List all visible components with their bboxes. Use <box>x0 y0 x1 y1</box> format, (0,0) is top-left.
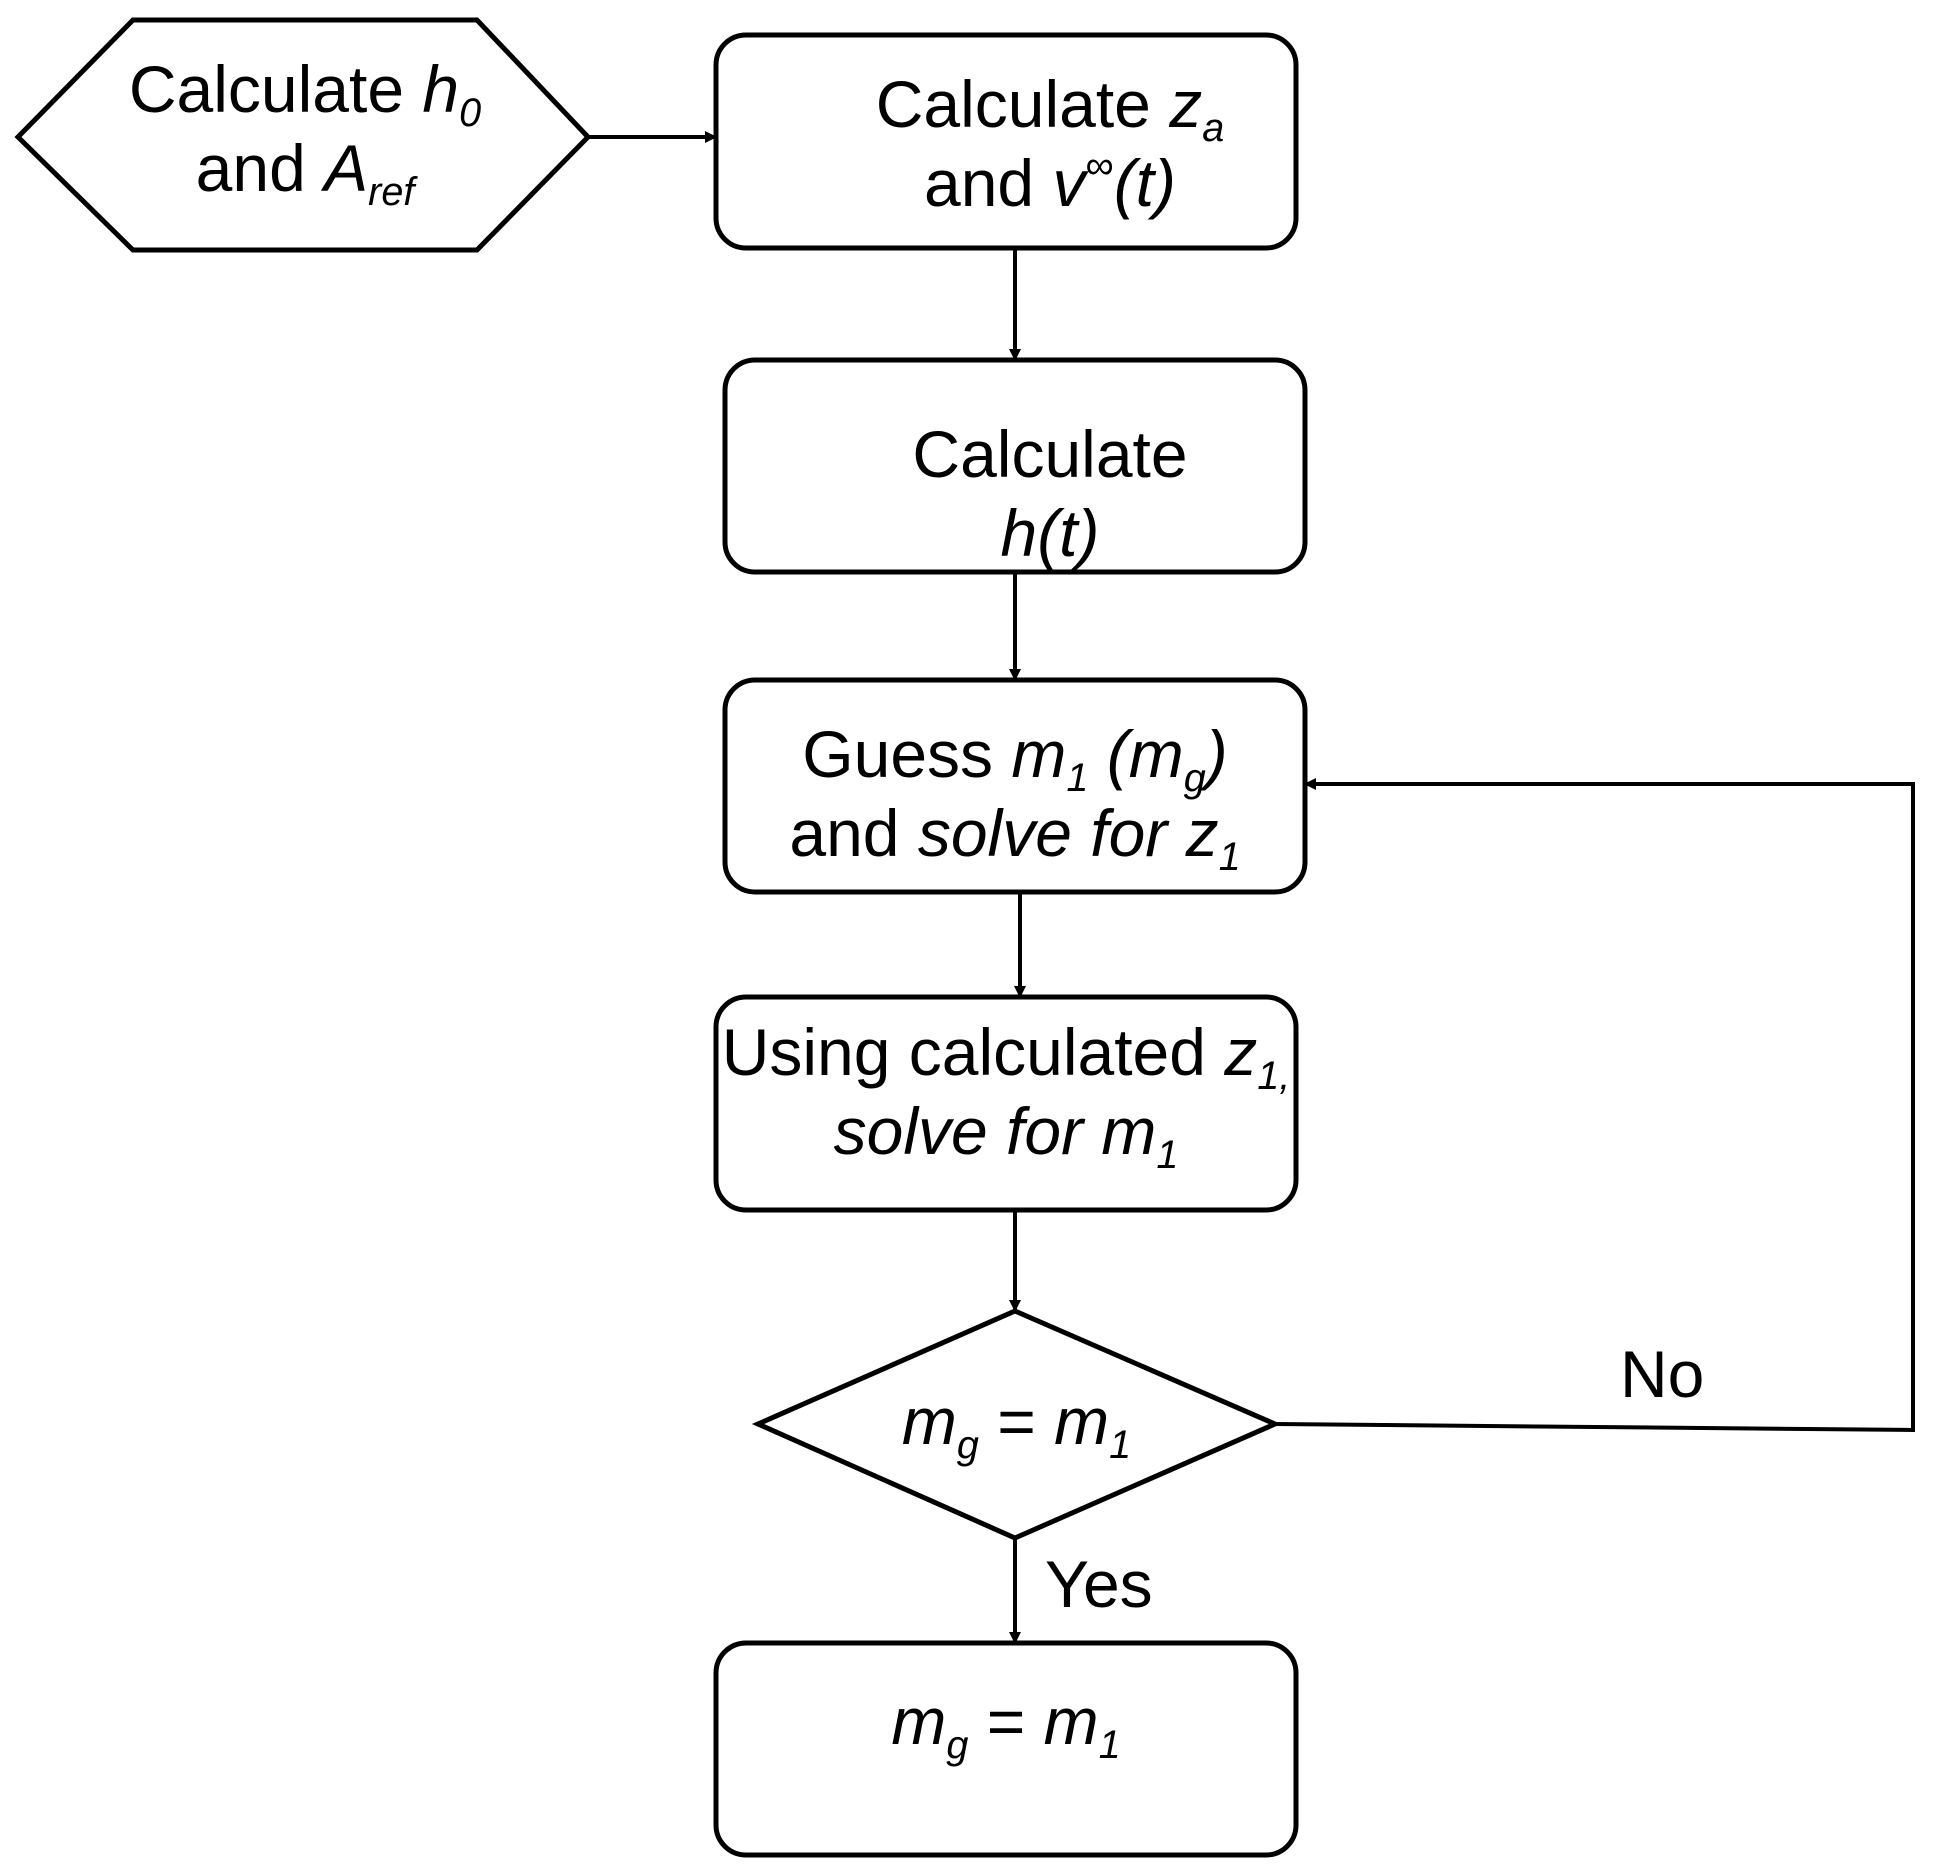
guess-label: Guess m1 (mg) and solve for z1 <box>789 717 1241 880</box>
za-label: Calculate za and v∞(t) <box>875 67 1225 221</box>
edge-label-no: No <box>1620 1337 1705 1411</box>
ht-label: Calculate h(t) <box>912 417 1188 571</box>
edge-label-yes: Yes <box>1045 1547 1153 1621</box>
decision-label: mg = m1 <box>901 1384 1132 1467</box>
start-label: Calculate h0 and Aref <box>128 52 482 215</box>
edge-no-loop <box>1274 778 1915 1433</box>
end-label: mg = m1 <box>891 1684 1121 1767</box>
using-box <box>713 994 1299 1213</box>
using-label: Using calculated z1, solve for m1 <box>721 1015 1291 1178</box>
end-box <box>713 1640 1299 1858</box>
